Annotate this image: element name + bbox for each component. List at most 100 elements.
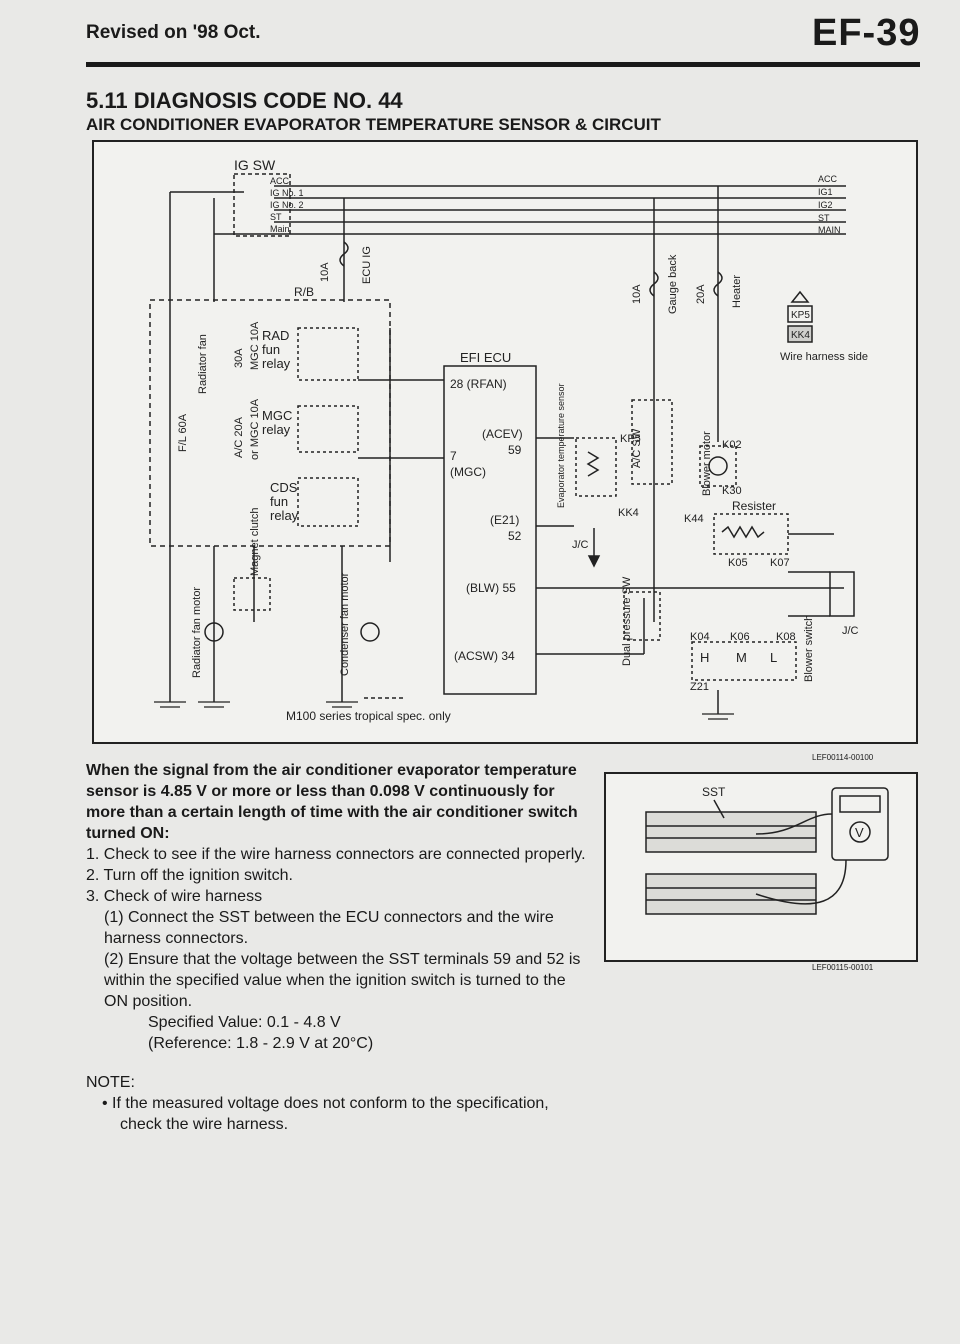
ig-left-st: ST [270, 212, 282, 222]
ig-sw-label: IG SW [234, 157, 276, 173]
legend-kk4-box [787, 325, 813, 343]
kp5-label: KP5 [620, 433, 641, 445]
k04-label: K04 [690, 631, 710, 643]
fuse-gauge-name: Gauge back [667, 254, 679, 314]
ecu-pin-52: 52 [508, 529, 522, 543]
ig-left-ig2: IG No. 2 [270, 200, 304, 210]
cds-relay-box [297, 477, 359, 527]
magnet-clutch-label: Magnet clutch [249, 508, 261, 576]
ecu-pin-mgc: (MGC) [450, 465, 486, 479]
probe-wire-1 [755, 813, 833, 835]
ecu-ig-fuse [339, 241, 349, 267]
resister-box [713, 513, 789, 555]
rb-label: R/B [294, 285, 314, 299]
k06-label: K06 [730, 631, 750, 643]
z21-label: Z21 [690, 681, 709, 693]
step-2: 2. Turn off the ignition switch. [86, 867, 293, 884]
rad-relay-l1: RAD [262, 328, 289, 343]
ig-right-st: ST [818, 213, 830, 223]
ac-switch-box [631, 399, 673, 485]
mgc-relay-box [297, 405, 359, 453]
sst-pointer [713, 799, 725, 819]
gauge-back-fuse [649, 271, 659, 297]
evap-sensor-box [575, 437, 617, 497]
or-mgc-label: or MGC 10A [249, 398, 261, 460]
k07-label: K07 [770, 557, 790, 569]
heater-fuse [713, 271, 723, 297]
cds-relay-l3: relay [270, 508, 299, 523]
wire-harness-side: Wire harness side [780, 351, 868, 363]
meter-v: V [855, 825, 864, 840]
legend-kp5-box [787, 305, 813, 323]
mgc-relay-l2: relay [262, 422, 291, 437]
radiator-fan-fuse-label: Radiator fan [197, 334, 209, 394]
kk4-label: KK4 [618, 507, 639, 519]
note-bullet: • If the measured voltage does not confo… [102, 1095, 549, 1133]
jc2-label: J/C [842, 625, 859, 637]
k30-label: K30 [722, 485, 742, 497]
ig-left-acc: ACC [270, 176, 290, 186]
page-number: EF-39 [812, 12, 921, 54]
ig-left-ig1: IG No. 1 [270, 188, 304, 198]
connector-arrow [790, 290, 810, 303]
ac-fuse-label: A/C 20A [233, 416, 245, 458]
voltmeter-dial [849, 821, 871, 843]
mgc-fuse-label-b: MGC 10A [249, 321, 261, 370]
probe-wire-2 [755, 859, 847, 905]
rad-relay-box [297, 327, 359, 381]
rad-relay-l2: fun [262, 342, 280, 357]
blower-motor-label: Blower motor [701, 431, 713, 496]
wiring-diagram: IG SW ACC IG No. 1 IG No. 2 ST Main ACC … [92, 140, 918, 744]
fuse-ecu-amp: 10A [319, 262, 331, 282]
ecu-pin-e21: (E21) [490, 513, 519, 527]
legend-kk4: KK4 [791, 330, 810, 341]
jc-label: J/C [572, 539, 589, 551]
fuse-ecu-name: ECU IG [361, 246, 373, 284]
resister-symbol [721, 525, 765, 539]
k44-label: K44 [684, 513, 704, 525]
sst-figure: V SST [604, 772, 918, 962]
fuse-heater-amp: 20A [695, 284, 707, 304]
mgc-relay-l1: MGC [262, 408, 292, 423]
condenser-fan-motor-label: Condenser fan motor [339, 572, 351, 676]
cds-relay-l2: fun [270, 494, 288, 509]
ecu-pin-acev: (ACEV) [482, 427, 523, 441]
switch-h: H [700, 650, 709, 665]
ecu-pin-28: 28 (RFAN) [450, 377, 507, 391]
dual-pressure-box [623, 591, 661, 641]
connector-upper [645, 811, 817, 853]
ig-right-ig1: IG1 [818, 187, 833, 197]
arrow-head [587, 555, 601, 568]
radiator-fan-motor-symbol [204, 622, 224, 642]
ecu-pin-blw: (BLW) 55 [466, 581, 516, 595]
specified-value: Specified Value: 0.1 - 4.8 V [148, 1014, 341, 1031]
voltmeter [831, 787, 889, 861]
reference-value: (Reference: 1.8 - 2.9 V at 20°C) [148, 1035, 374, 1052]
step-3: 3. Check of wire harness [86, 888, 263, 905]
ac-sw-label: A/C SW [631, 428, 643, 468]
switch-l: L [770, 650, 777, 665]
k08-label: K08 [776, 631, 796, 643]
ground-symbols [154, 701, 734, 720]
condition-statement: When the signal from the air conditioner… [86, 762, 578, 842]
ecu-title: EFI ECU [460, 350, 511, 365]
blower-switch-box [691, 641, 797, 681]
ecu-pin-acsw: (ACSW) 34 [454, 649, 515, 663]
legend-kp5: KP5 [791, 310, 810, 321]
blower-motor-box [699, 445, 737, 487]
radiator-fan-motor-label: Radiator fan motor [191, 587, 203, 678]
fl-fuse-label: F/L 60A [177, 413, 189, 452]
step-3-1: (1) Connect the SST between the ECU conn… [104, 909, 554, 947]
ecu-pin-59: 59 [508, 443, 522, 457]
header-rule [86, 62, 920, 67]
thermistor-symbol [586, 451, 600, 477]
efi-ecu-box [443, 365, 537, 695]
procedure-text: When the signal from the air conditioner… [86, 760, 586, 1135]
dual-pressure-label: Dual pressure SW [621, 576, 633, 666]
rad-relay-l3: relay [262, 356, 291, 371]
evap-sensor-label: Evaporator temperature sensor [556, 383, 566, 508]
sst-label: SST [702, 785, 726, 799]
ig-switch-box [233, 173, 291, 237]
jc2-box [829, 571, 855, 617]
connector-lower [645, 873, 817, 915]
